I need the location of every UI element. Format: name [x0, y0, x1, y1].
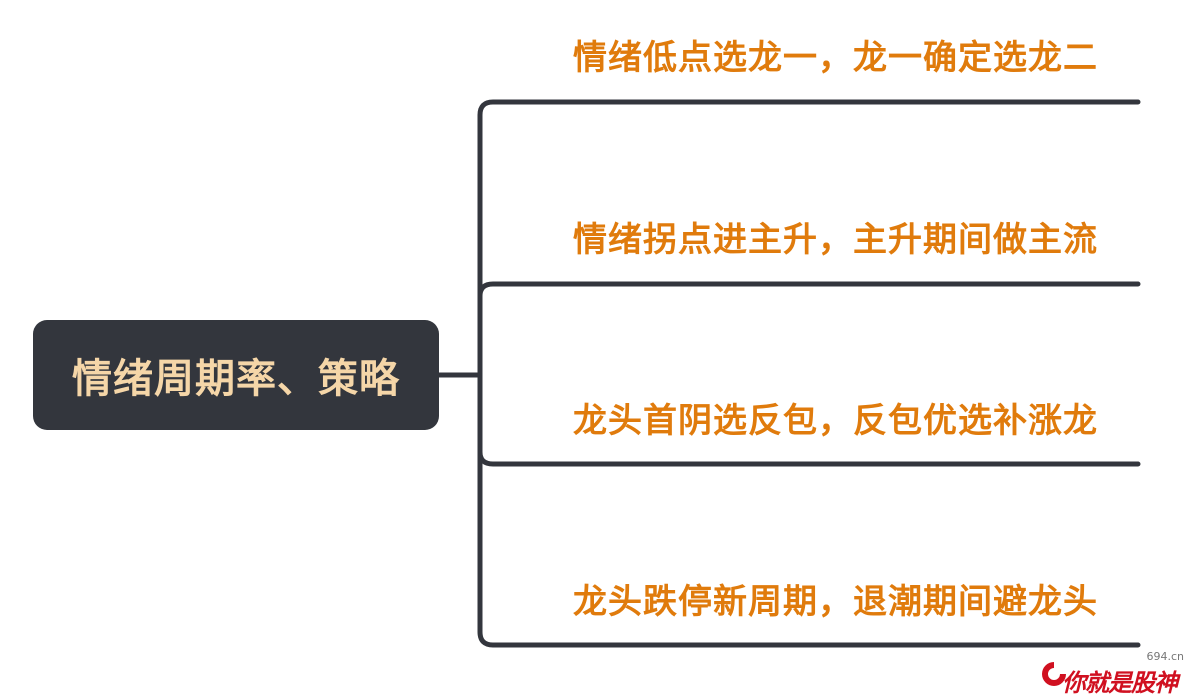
root-label: 情绪周期率、策略	[72, 356, 400, 402]
watermark: 694.cn 你就是股神	[1040, 650, 1190, 697]
watermark-text: 你就是股神	[1062, 669, 1178, 697]
branch-label-1: 情绪低点选龙一，龙一确定选龙二	[573, 38, 1098, 78]
root-node: 情绪周期率、策略	[33, 320, 439, 430]
branch-connector-1	[477, 99, 1141, 378]
branch-label-4: 龙头跌停新周期，退潮期间避龙头	[573, 582, 1098, 622]
watermark-logo-icon	[1042, 662, 1066, 686]
branch-label-3: 龙头首阴选反包，反包优选补涨龙	[573, 401, 1098, 441]
branch-label-2: 情绪拐点进主升，主升期间做主流	[573, 220, 1098, 260]
branch-connector-4	[477, 372, 1141, 648]
branch-connector-2	[477, 281, 1141, 378]
watermark-domain: 694.cn	[1146, 650, 1184, 663]
